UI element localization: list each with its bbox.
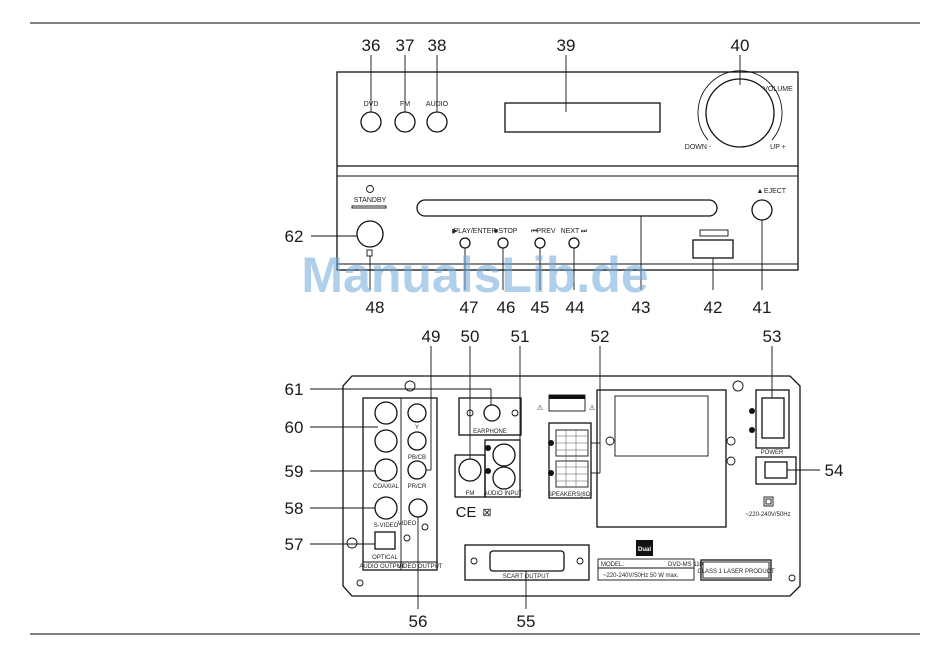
callout-45: 45 bbox=[531, 298, 550, 317]
eject-icon: ▲ bbox=[757, 188, 764, 195]
callout-41: 41 bbox=[753, 298, 772, 317]
callout-48: 48 bbox=[366, 298, 385, 317]
callout-40: 40 bbox=[731, 36, 750, 55]
s-video-label: S-VIDEO bbox=[374, 523, 399, 529]
callout-61: 61 bbox=[285, 380, 304, 399]
next-icon: ⏭ bbox=[581, 228, 588, 235]
callout-49: 49 bbox=[422, 327, 441, 346]
audio-input-jack-right[interactable] bbox=[492, 466, 516, 490]
warning-icon: ⚠ bbox=[537, 404, 543, 412]
front-panel: DVD FM AUDIO VOLUME DOWN - UP + STANDBY … bbox=[336, 70, 799, 271]
back-panel: Y PB/CB PR/CR COAXIAL VIDEO S-VIDEO OPTI… bbox=[342, 375, 801, 597]
speakers-label: SPEAKERS(6Ω) bbox=[548, 492, 592, 498]
eject-button[interactable] bbox=[751, 199, 773, 221]
callout-55: 55 bbox=[517, 612, 536, 631]
standby-label: STANDBY bbox=[354, 197, 387, 204]
volume-up-label: UP + bbox=[770, 144, 786, 151]
callout-62: 62 bbox=[285, 227, 304, 246]
ce-mark: CE bbox=[456, 504, 477, 521]
front-leaders bbox=[311, 55, 763, 290]
optical-port[interactable] bbox=[374, 531, 396, 550]
callout-56: 56 bbox=[409, 612, 428, 631]
warning-icon-2: ⚠ bbox=[589, 404, 595, 412]
audio-output-label: AUDIO OUTPUT bbox=[359, 564, 405, 570]
scart-connector[interactable] bbox=[489, 550, 565, 572]
callout-54: 54 bbox=[825, 461, 844, 480]
audio-input-jack-left[interactable] bbox=[492, 443, 516, 467]
prev-icon: ⏮ bbox=[531, 228, 537, 235]
callout-38: 38 bbox=[428, 36, 447, 55]
model-value: DVD-MS 110 bbox=[668, 562, 704, 568]
callout-47: 47 bbox=[460, 298, 479, 317]
laser-label: CLASS 1 LASER PRODUCT bbox=[697, 569, 775, 575]
back-leaders bbox=[310, 346, 820, 609]
video-label: VIDEO bbox=[398, 521, 417, 527]
earphone-jack[interactable] bbox=[483, 404, 501, 422]
display-window bbox=[504, 102, 661, 133]
jack-pr-label: PR/CR bbox=[408, 484, 427, 490]
coaxial-jack[interactable] bbox=[374, 496, 398, 520]
earphone-label: EARPHONE bbox=[473, 429, 507, 435]
coaxial-label: COAXIAL bbox=[373, 484, 400, 490]
watermark: ManualsLib.de bbox=[301, 247, 648, 303]
callout-37: 37 bbox=[396, 36, 415, 55]
stop-icon: ■ bbox=[494, 228, 498, 235]
voltage-label-small: ~220-240V/50Hz bbox=[745, 512, 790, 518]
callout-46: 46 bbox=[497, 298, 516, 317]
callout-42: 42 bbox=[704, 298, 723, 317]
play-enter-label: PLAY/ENTER bbox=[453, 228, 496, 235]
stop-label: STOP bbox=[499, 228, 518, 235]
model-label: MODEL: bbox=[601, 562, 624, 568]
callout-57: 57 bbox=[285, 535, 304, 554]
callout-58: 58 bbox=[285, 499, 304, 518]
play-icon: ▶ bbox=[452, 228, 458, 235]
callout-39: 39 bbox=[557, 36, 576, 55]
volume-label: VOLUME bbox=[763, 86, 793, 93]
video-jack[interactable] bbox=[408, 498, 428, 518]
standby-button[interactable] bbox=[356, 220, 384, 248]
fm-button[interactable] bbox=[394, 111, 416, 133]
eject-label: EJECT bbox=[764, 188, 787, 195]
fm-antenna-jack[interactable] bbox=[458, 458, 482, 482]
callout-59: 59 bbox=[285, 462, 304, 481]
dvd-button[interactable] bbox=[360, 111, 382, 133]
volume-down-label: DOWN - bbox=[685, 144, 712, 151]
callout-51: 51 bbox=[511, 327, 530, 346]
callout-53: 53 bbox=[763, 327, 782, 346]
callout-50: 50 bbox=[461, 327, 480, 346]
usb-port[interactable] bbox=[692, 239, 734, 259]
callout-60: 60 bbox=[285, 418, 304, 437]
callout-52: 52 bbox=[591, 327, 610, 346]
callout-44: 44 bbox=[566, 298, 585, 317]
rating-label: ~220-240V/50Hz 50 W max. bbox=[603, 573, 679, 579]
ac-inlet[interactable] bbox=[764, 461, 788, 479]
fm-jack-label: FM bbox=[466, 491, 475, 497]
prev-label: PREV bbox=[536, 228, 555, 235]
video-output-label: VIDEO OUTPUT bbox=[397, 564, 442, 570]
weee-bin-icon: ⊠ bbox=[482, 507, 491, 519]
next-label: NEXT bbox=[561, 228, 580, 235]
power-label: POWER bbox=[761, 450, 784, 456]
audio-button[interactable] bbox=[426, 111, 448, 133]
audio-input-label: AUDIO INPUT bbox=[484, 491, 523, 497]
jack-pb-label: PB/CB bbox=[408, 455, 426, 461]
optical-label: OPTICAL bbox=[372, 555, 398, 561]
jack-y-label: Y bbox=[415, 425, 419, 431]
callout-43: 43 bbox=[632, 298, 651, 317]
callout-36: 36 bbox=[362, 36, 381, 55]
disc-slot bbox=[416, 199, 718, 217]
power-switch[interactable] bbox=[761, 397, 785, 439]
brand-logo: Dual bbox=[638, 547, 651, 553]
